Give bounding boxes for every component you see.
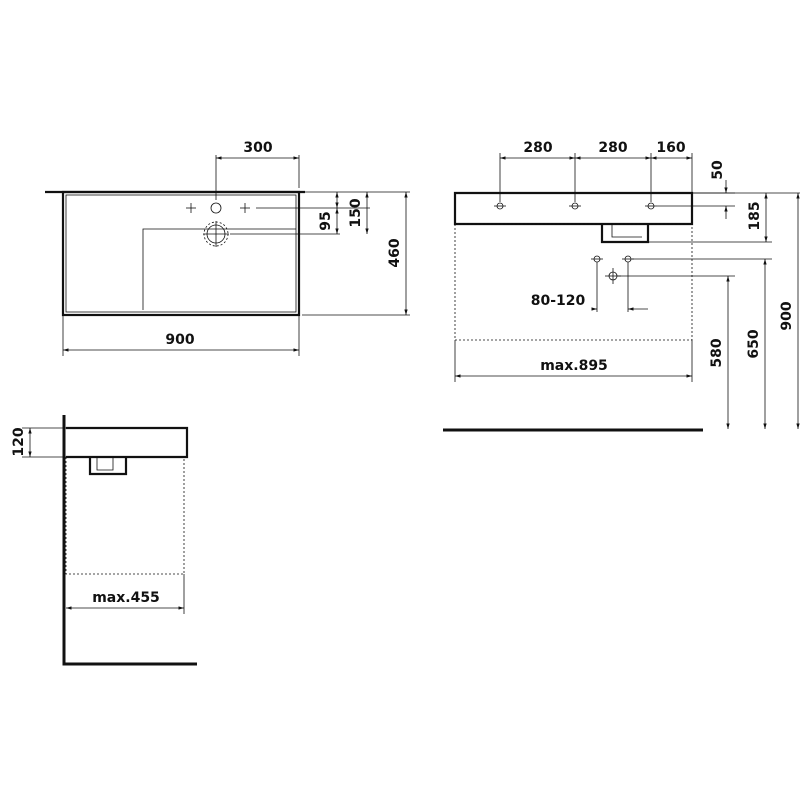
dim-max-depth: max.455 [92, 590, 160, 606]
dim-total-height: 900 [779, 301, 795, 330]
dim-hole-edge: 160 [656, 140, 685, 156]
dim-max-width: max.895 [540, 358, 608, 374]
dim-basin-height: 120 [11, 427, 27, 456]
dim-waste-range: 80-120 [531, 293, 586, 309]
dim-hole-height: 50 [710, 160, 726, 180]
dim-depth: 460 [387, 238, 403, 267]
dim-waste-height-580: 580 [709, 338, 725, 367]
side-view: 120 max.455 [11, 415, 197, 666]
dim-tap-depth: 150 [348, 198, 364, 227]
dim-overflow-depth: 95 [318, 211, 334, 230]
dim-rim-height: 185 [747, 201, 763, 230]
waste-outlet-1 [591, 255, 603, 263]
dim-waste-height-650: 650 [746, 329, 762, 358]
front-view: 280 280 160 50 185 80-120 max.895 580 65… [443, 140, 800, 432]
tap-hole-3 [645, 202, 657, 210]
tap-hole-1 [494, 202, 506, 210]
dim-width: 900 [165, 332, 194, 348]
tap-hole-2 [569, 202, 581, 210]
dim-tap-offset: 300 [243, 140, 272, 156]
dim-hole-spacing-1: 280 [523, 140, 552, 156]
dim-hole-spacing-2: 280 [598, 140, 627, 156]
plan-view: 300 95 150 460 900 [45, 140, 410, 356]
